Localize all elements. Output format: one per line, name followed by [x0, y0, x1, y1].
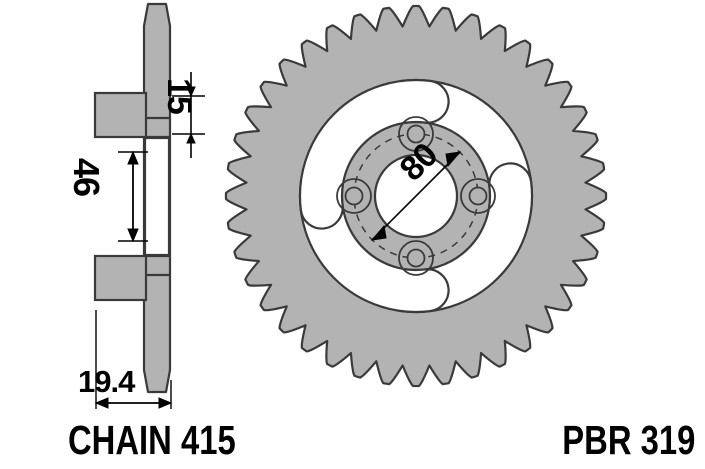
side-profile-view: [93, 2, 172, 394]
dimension-label-15: 15: [160, 78, 198, 114]
bolt-boss-1: [398, 116, 434, 152]
arrow-80-lower: [370, 224, 387, 241]
bolt-boss-2: [460, 178, 496, 214]
upper-flange-section: [93, 91, 148, 139]
dimension-19-4: [94, 310, 173, 409]
part-number-caption: PBR 319: [561, 417, 695, 463]
bolt-hole-3: [406, 248, 426, 268]
dimension-label-46: 46: [66, 158, 107, 197]
hub-bore-section: [143, 136, 171, 257]
bolt-hole-4: [344, 186, 364, 206]
dimension-46: [118, 150, 148, 243]
dim-line-80: [371, 151, 461, 241]
arrow-46-bottom: [127, 228, 139, 243]
bolt-boss-4: [336, 178, 372, 214]
dimension-80: [370, 151, 462, 241]
arrow-194-right: [158, 397, 173, 409]
arrow-46-top: [127, 150, 139, 165]
lower-flange-section: [93, 254, 148, 302]
bolt-hole-2: [468, 186, 488, 206]
arrow-15-bottom: [186, 132, 196, 144]
bolt-hole-1: [406, 124, 426, 144]
arrow-15-top: [186, 86, 196, 98]
arrow-194-left: [94, 397, 109, 409]
bolt-boss-3: [398, 240, 434, 276]
bolt-holes-group: [336, 116, 496, 276]
sprocket-face-view: [224, 4, 608, 388]
arrow-80-upper: [445, 151, 462, 168]
dimension-15: [172, 72, 205, 158]
chain-caption: CHAIN 415: [68, 417, 236, 463]
dimension-label-19-4: 19.4: [78, 364, 135, 399]
